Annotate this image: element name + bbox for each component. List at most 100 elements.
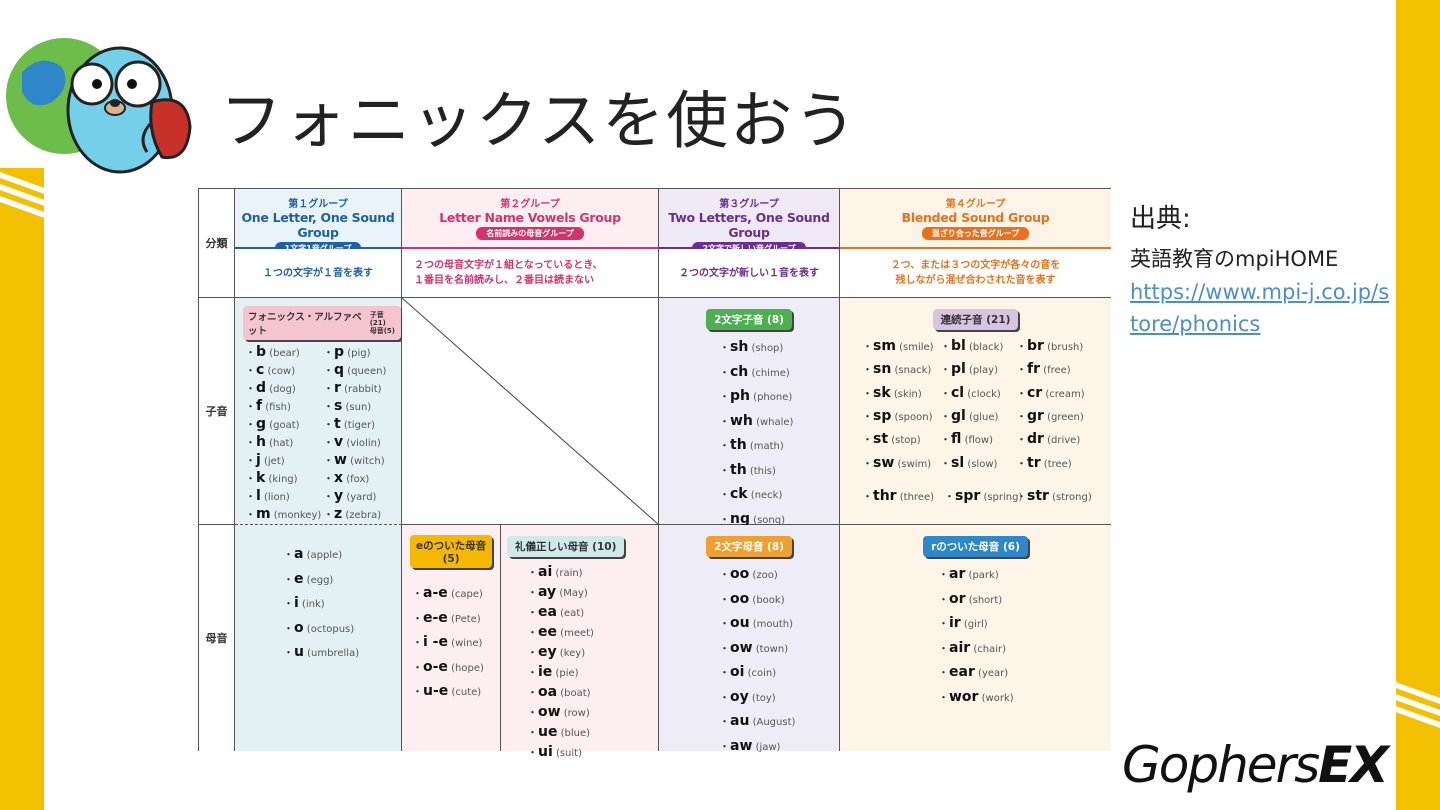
example-word: (math) [746,441,784,452]
letter-pattern: oa [538,684,558,700]
bullet-dot: ・ [1016,433,1027,447]
group2-vowel-e-cell: eのついた母音 (5) ・a-e (cape)・e-e (Pete)・i -e … [402,525,501,751]
example-word: (spring) [980,491,1023,503]
phonics-item: ・c (cow) [245,362,321,380]
letter-pattern: a-e [423,585,448,601]
group-name: Letter Name Vowels Group [439,210,621,225]
letter-pattern: y [334,488,344,504]
bullet-dot: ・ [719,690,730,704]
phonics-item: ・sl (slow) [940,453,997,475]
bullet-dot: ・ [719,341,730,354]
phonics-item: ・th (math) [719,434,839,459]
phonics-item: ・spr (spring) [944,486,1022,508]
phonics-item: ・sw (swim) [862,453,931,475]
bullet-dot: ・ [1016,340,1027,353]
group-name: One Letter, One Sound Group [241,210,395,240]
example-word: (rabbit) [340,384,382,395]
bullet-dot: ・ [527,586,538,599]
letter-pattern: ui [538,744,553,760]
left-accent-bar [0,168,44,810]
right-accent-bar [1396,0,1440,810]
letter-pattern: i -e [423,634,448,650]
example-word: (shop) [748,343,784,354]
bullet-dot: ・ [1016,409,1027,423]
group-name: Blended Sound Group [901,210,1050,225]
letter-pattern: ey [538,644,557,660]
bullet-dot: ・ [245,472,256,485]
example-word: (coin) [744,668,777,679]
phonics-item: ・ck (neck) [719,483,839,508]
logo-text: Gophers [1122,736,1320,794]
phonics-item: ・thr (three) [862,486,934,508]
phonics-item: ・ng (song) [719,508,839,533]
letter-pattern: oo [730,566,750,582]
phonics-item: ・v (violin) [323,434,386,452]
phonics-item: ・cr (cream) [1016,383,1085,405]
example-word: (stop) [888,435,921,447]
bullet-dot: ・ [527,686,538,699]
bullet-dot: ・ [323,436,334,449]
phonics-item: ・s (sun) [323,398,386,416]
bullet-dot: ・ [1016,386,1027,400]
bullet-dot: ・ [719,414,730,428]
diagonal-line [402,298,658,524]
phonics-item: ・ay (May) [527,583,658,603]
bullet-dot: ・ [412,587,423,600]
blended-consonant-pill: 連続子音 (21) [932,309,1019,330]
bullet-dot: ・ [245,508,256,521]
phonics-item: ・oo (zoo) [719,563,839,588]
letter-pattern: sk [873,384,891,401]
letter-pattern: gr [1027,407,1044,424]
letter-pattern: ow [730,639,753,656]
bullet-dot: ・ [323,382,334,395]
letter-pattern: oy [730,688,749,705]
left-stripes-decoration [0,172,50,220]
r-vowel-pill: rのついた母音 (6) [923,536,1028,557]
phonics-item: ・ow (row) [527,703,658,723]
two-letter-vowel-pill: 2文字母音 (8) [706,536,792,557]
phonics-item: ・u (umbrella) [283,641,401,666]
phonics-item: ・oa (boat) [527,683,658,703]
phonics-item: ・ear (year) [938,661,1111,686]
group2-consonant-empty-cell [402,298,659,525]
bullet-dot: ・ [862,340,873,353]
bullet-dot: ・ [719,512,730,526]
example-word: (work) [978,692,1014,704]
example-word: (witch) [346,456,385,467]
phonics-item: ・oi (coin) [719,661,839,686]
phonics-item: ・ee (meet) [527,623,658,643]
phonics-item: ・gl (glue) [940,406,998,428]
letter-pattern: r [334,380,341,396]
bullet-dot: ・ [940,363,951,377]
letter-pattern: k [256,470,266,486]
group4-description: ２つ、または３つの文字が各々の音を 残しながら混ぜ合わされた音を表す [840,249,1111,298]
letter-pattern: b [256,344,267,360]
bullet-dot: ・ [719,488,730,501]
example-word: (song) [750,514,785,526]
phonics-item: ・ir (girl) [938,612,1111,637]
phonics-item: ・bl (black) [940,336,1003,358]
bullet-dot: ・ [323,400,334,413]
example-word: (August) [749,717,796,728]
phonics-item: ・k (king) [245,470,321,488]
bullet-dot: ・ [938,592,949,606]
bullet-dot: ・ [719,592,730,606]
letter-pattern: i [294,595,299,611]
example-word: (cream) [1042,388,1085,400]
phonics-item: ・ow (town) [719,637,839,662]
bullet-dot: ・ [527,746,538,759]
phonics-item: ・ar (park) [938,563,1111,588]
phonics-item: ・fl (flow) [940,429,993,451]
letter-pattern: air [949,639,971,656]
example-word: (queen) [344,366,387,377]
phonics-item: ・j (jet) [245,452,321,470]
bullet-dot: ・ [862,489,873,503]
letter-pattern: ay [538,584,557,600]
bullet-dot: ・ [719,463,730,477]
group1-consonant-cell: フォニックス・アルファベット 子音(21) 母音(5) ・b (bear)・c … [235,298,402,540]
letter-pattern: ir [949,615,961,631]
example-word: (brush) [1043,342,1084,353]
source-link[interactable]: https://www.mpi-j.co.jp/store/phonics [1130,280,1390,336]
letter-pattern: sn [873,361,892,378]
example-word: (sun) [342,402,372,413]
